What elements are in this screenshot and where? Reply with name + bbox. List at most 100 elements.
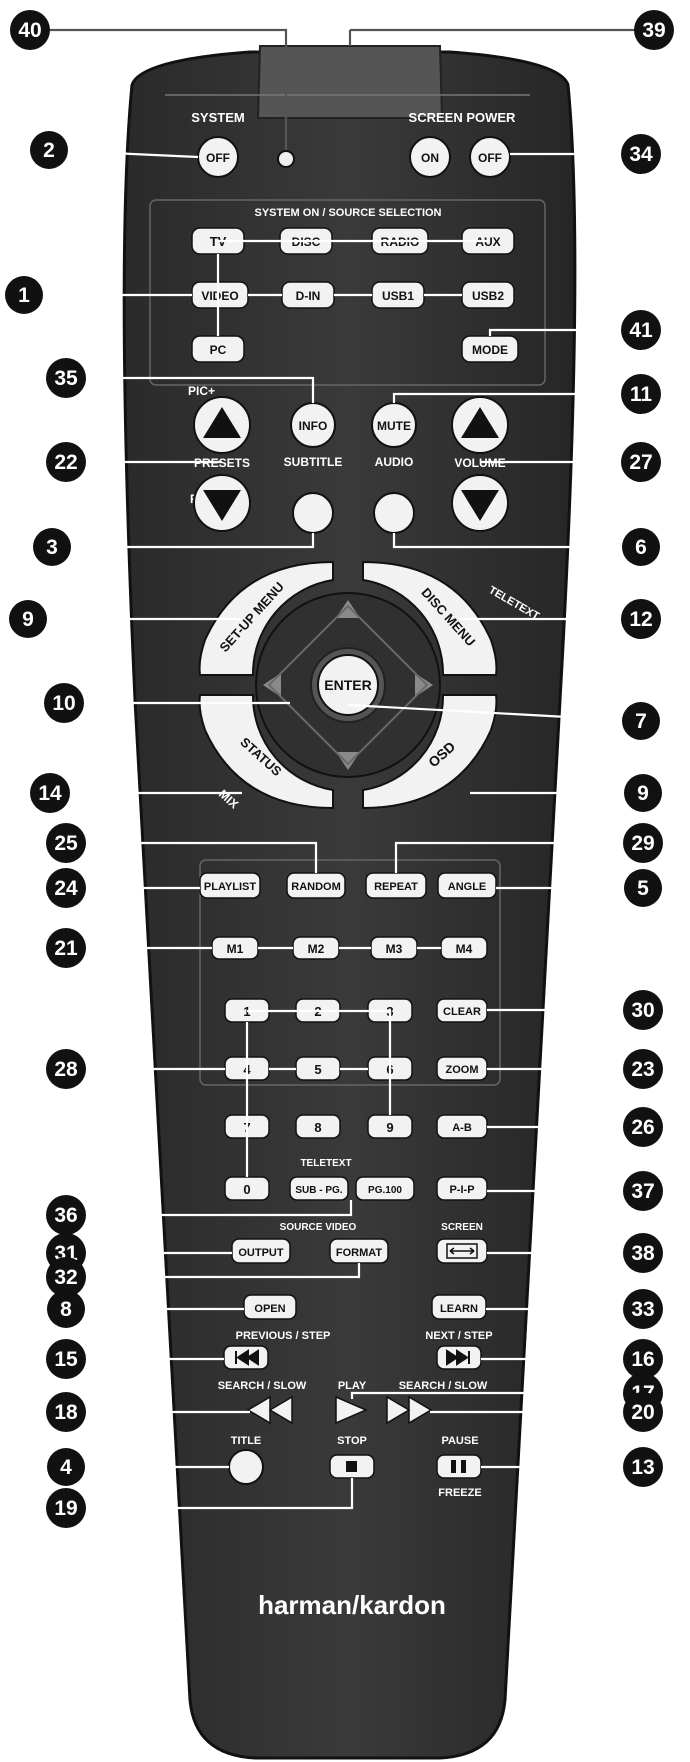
callout-16: 16 bbox=[623, 1339, 663, 1379]
callout-39: 39 bbox=[634, 10, 674, 50]
angle-button[interactable]: ANGLE bbox=[437, 872, 497, 899]
playlist-button[interactable]: PLAYLIST bbox=[199, 872, 261, 899]
mute-button[interactable]: MUTE bbox=[371, 402, 417, 448]
pg-100-button[interactable]: PG.100 bbox=[355, 1176, 415, 1201]
previous-step-button[interactable] bbox=[223, 1345, 269, 1370]
svg-text:30: 30 bbox=[631, 999, 654, 1022]
status-button[interactable] bbox=[198, 694, 334, 810]
repeat-button[interactable]: REPEAT bbox=[365, 872, 427, 899]
format-button[interactable]: FORMAT bbox=[329, 1238, 389, 1264]
svg-text:8: 8 bbox=[314, 1120, 321, 1135]
numpad-panel bbox=[199, 859, 501, 1086]
m2-button[interactable]: M2 bbox=[292, 936, 340, 960]
next-step-button[interactable] bbox=[436, 1345, 482, 1370]
play-button[interactable] bbox=[335, 1395, 368, 1425]
fast-forward-button[interactable] bbox=[386, 1395, 433, 1425]
callout-9-bottom: 9 bbox=[624, 774, 662, 812]
osd-button[interactable] bbox=[362, 694, 498, 810]
stop-button[interactable] bbox=[329, 1454, 375, 1479]
callout-32: 32 bbox=[46, 1257, 86, 1297]
screen-button[interactable] bbox=[436, 1238, 488, 1264]
subtitle-button[interactable] bbox=[292, 492, 334, 534]
svg-text:A-B: A-B bbox=[452, 1122, 472, 1134]
rewind-button[interactable] bbox=[246, 1395, 293, 1425]
svg-text:7: 7 bbox=[635, 710, 647, 733]
info-button[interactable]: INFO bbox=[290, 402, 336, 448]
callout-4: 4 bbox=[47, 1448, 85, 1486]
usb2-button[interactable]: USB2 bbox=[461, 281, 515, 309]
presets-up-button[interactable] bbox=[193, 396, 251, 454]
usb1-button[interactable]: USB1 bbox=[371, 281, 425, 309]
svg-text:11: 11 bbox=[630, 383, 653, 406]
label-pic-plus: PIC+ bbox=[188, 384, 215, 398]
aspect-ratio-icon bbox=[446, 1243, 478, 1259]
svg-text:VIDEO: VIDEO bbox=[201, 289, 238, 303]
m3-button[interactable]: M3 bbox=[370, 936, 418, 960]
pause-button[interactable] bbox=[436, 1454, 482, 1479]
video-button[interactable]: VIDEO bbox=[191, 281, 249, 309]
setup-menu-button[interactable] bbox=[198, 560, 334, 676]
arrow-up-icon[interactable] bbox=[336, 600, 360, 618]
callout-6: 6 bbox=[622, 528, 660, 566]
open-button[interactable]: OPEN bbox=[243, 1294, 297, 1320]
label-source-video: SOURCE VIDEO bbox=[280, 1222, 357, 1233]
svg-text:9: 9 bbox=[386, 1120, 393, 1135]
label-subtitle: SUBTITLE bbox=[284, 455, 343, 469]
svg-text:M4: M4 bbox=[456, 942, 473, 956]
num-0-button[interactable]: 0 bbox=[224, 1176, 270, 1201]
audio-button[interactable] bbox=[373, 492, 415, 534]
svg-text:0: 0 bbox=[243, 1182, 250, 1197]
m4-button[interactable]: M4 bbox=[440, 936, 488, 960]
presets-down-button[interactable] bbox=[193, 474, 251, 532]
callout-3: 3 bbox=[33, 528, 71, 566]
m1-button[interactable]: M1 bbox=[211, 936, 259, 960]
num-9-button[interactable]: 9 bbox=[367, 1114, 413, 1139]
title-button[interactable] bbox=[228, 1449, 264, 1485]
callout-1: 1 bbox=[5, 276, 43, 314]
svg-text:29: 29 bbox=[631, 832, 654, 855]
system-off-button[interactable]: OFF bbox=[197, 136, 239, 178]
callout-9-top: 9 bbox=[9, 600, 47, 638]
volume-up-button[interactable] bbox=[451, 396, 509, 454]
d-in-button[interactable]: D-IN bbox=[281, 281, 335, 309]
volume-down-button[interactable] bbox=[451, 474, 509, 532]
svg-text:P-I-P: P-I-P bbox=[449, 1184, 474, 1196]
screen-on-button[interactable]: ON bbox=[409, 136, 451, 178]
screen-off-button[interactable]: OFF bbox=[469, 136, 511, 178]
clear-button[interactable]: CLEAR bbox=[436, 998, 488, 1023]
label-audio: AUDIO bbox=[375, 455, 414, 469]
ir-window bbox=[256, 45, 444, 119]
skip-forward-icon bbox=[446, 1349, 470, 1366]
num-8-button[interactable]: 8 bbox=[295, 1114, 341, 1139]
svg-text:39: 39 bbox=[642, 19, 665, 42]
system-off-label: OFF bbox=[206, 151, 230, 165]
svg-text:RANDOM: RANDOM bbox=[291, 881, 341, 893]
output-button[interactable]: OUTPUT bbox=[231, 1238, 291, 1264]
a-b-button[interactable]: A-B bbox=[436, 1114, 488, 1139]
arrow-right-icon[interactable] bbox=[415, 673, 433, 697]
disc-menu-button[interactable] bbox=[362, 560, 498, 676]
enter-button[interactable]: ENTER bbox=[317, 654, 379, 716]
pip-button[interactable]: P-I-P bbox=[436, 1176, 488, 1201]
svg-text:3: 3 bbox=[46, 536, 58, 559]
label-title: TITLE bbox=[231, 1435, 262, 1447]
arrow-left-icon[interactable] bbox=[263, 673, 281, 697]
callout-34: 34 bbox=[621, 134, 661, 174]
svg-text:37: 37 bbox=[631, 1180, 654, 1203]
label-search-slow-right: SEARCH / SLOW bbox=[399, 1380, 488, 1392]
pc-button[interactable]: PC bbox=[191, 335, 245, 363]
svg-text:6: 6 bbox=[635, 536, 647, 559]
learn-button[interactable]: LEARN bbox=[431, 1294, 487, 1320]
sub-pg-button[interactable]: SUB - PG. bbox=[289, 1176, 349, 1201]
mode-button[interactable]: MODE bbox=[461, 335, 519, 363]
random-button[interactable]: RANDOM bbox=[286, 872, 346, 899]
triangle-up-icon bbox=[203, 407, 241, 438]
svg-text:CLEAR: CLEAR bbox=[443, 1006, 481, 1018]
zoom-button[interactable]: ZOOM bbox=[436, 1056, 488, 1081]
num-5-button[interactable]: 5 bbox=[295, 1056, 341, 1081]
svg-text:35: 35 bbox=[54, 367, 78, 390]
arrow-down-icon[interactable] bbox=[336, 752, 360, 770]
callout-30: 30 bbox=[623, 990, 663, 1030]
svg-text:41: 41 bbox=[629, 319, 653, 342]
